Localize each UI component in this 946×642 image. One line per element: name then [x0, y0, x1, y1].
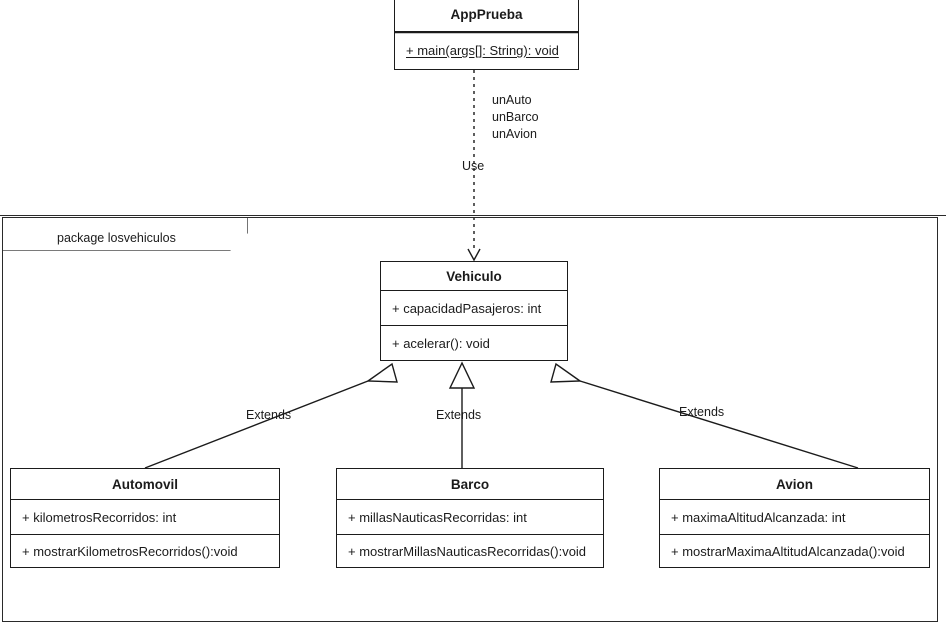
- generalization-label-middle: Extends: [436, 408, 482, 422]
- method-acelerar: + acelerar(): void: [392, 335, 490, 351]
- method-mostrarkilometrosrecorridos: + mostrarKilometrosRecorridos():void: [22, 544, 238, 559]
- class-name-barco: Barco: [450, 476, 490, 492]
- generalization-label-left: Extends: [246, 408, 292, 422]
- attribute-capacidadpasajeros: + capacidadPasajeros: int: [392, 300, 542, 316]
- class-methods-appprueba: + main(args[]: String): void: [395, 31, 578, 69]
- method-main: + main(args[]: String): void: [406, 43, 559, 58]
- class-box-vehiculo[interactable]: Vehiculo + capacidadPasajeros: int + ace…: [380, 261, 568, 361]
- class-name-vehiculo: Vehiculo: [446, 268, 502, 284]
- class-box-automovil[interactable]: Automovil + kilometrosRecorridos: int + …: [10, 468, 280, 568]
- class-methods-vehiculo: + acelerar(): void: [381, 325, 567, 360]
- class-methods-barco: + mostrarMillasNauticasRecorridas():void: [337, 534, 603, 568]
- class-name-automovil: Automovil: [112, 476, 178, 492]
- method-mostrarmillasnauticasrecorridas: + mostrarMillasNauticasRecorridas():void: [348, 544, 587, 559]
- package-frame-losvehiculos: [2, 217, 938, 622]
- top-band-divider: [0, 0, 946, 216]
- dependency-role-unbarco: unBarco: [492, 110, 539, 124]
- class-attributes-barco: + millasNauticasRecorridas: int: [337, 499, 603, 534]
- attribute-millasnauticasrecorridas: + millasNauticasRecorridas: int: [348, 509, 527, 525]
- class-box-appprueba[interactable]: AppPrueba + main(args[]: String): void: [394, 0, 579, 70]
- class-name-avion: Avion: [776, 476, 813, 492]
- dependency-role-unauto: unAuto: [492, 93, 532, 107]
- class-name-appprueba: AppPrueba: [450, 7, 523, 22]
- attribute-maximaaltitudalcanzada: + maximaAltitudAlcanzada: int: [671, 509, 846, 525]
- generalization-label-right: Extends: [679, 405, 725, 419]
- dependency-stereotype-use: Use: [462, 159, 485, 173]
- class-attributes-avion: + maximaAltitudAlcanzada: int: [660, 499, 929, 534]
- class-box-barco[interactable]: Barco + millasNauticasRecorridas: int + …: [336, 468, 604, 568]
- package-tab-label: package losvehiculos: [57, 231, 176, 245]
- class-methods-automovil: + mostrarKilometrosRecorridos():void: [11, 534, 279, 568]
- method-mostrarmaximaaltitudalcanzada: + mostrarMaximaAltitudAlcanzada():void: [671, 544, 905, 559]
- class-attributes-vehiculo: + capacidadPasajeros: int: [381, 290, 567, 325]
- class-attributes-automovil: + kilometrosRecorridos: int: [11, 499, 279, 534]
- attribute-kilometrosrecorridos: + kilometrosRecorridos: int: [22, 509, 177, 525]
- dependency-role-labels: unAuto unBarco unAvion: [492, 92, 539, 143]
- class-methods-avion: + mostrarMaximaAltitudAlcanzada():void: [660, 534, 929, 568]
- class-box-avion[interactable]: Avion + maximaAltitudAlcanzada: int + mo…: [659, 468, 930, 568]
- dependency-role-unavion: unAvion: [492, 127, 537, 141]
